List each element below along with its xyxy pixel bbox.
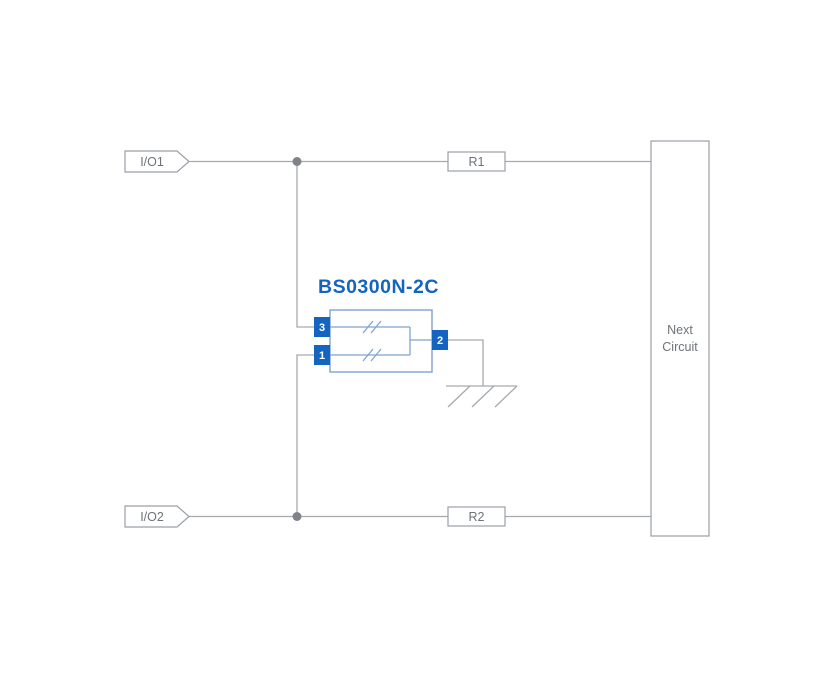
r1-box xyxy=(447,151,506,172)
next-circuit-label-line1: Next xyxy=(667,323,693,337)
io1-tag: I/O1 xyxy=(124,150,190,173)
io2-label: I/O2 xyxy=(140,510,164,524)
next-circuit-label-line2: Circuit xyxy=(662,340,698,354)
next-circuit-block: Next Circuit xyxy=(650,140,710,537)
io2-tag-shape xyxy=(124,505,190,528)
r2-label: R2 xyxy=(469,510,485,524)
pin-1 xyxy=(314,345,330,365)
tvs-component: 3 1 2 xyxy=(314,309,448,373)
next-circuit-box xyxy=(650,140,710,537)
component-body xyxy=(329,309,433,373)
component-name-label: BS0300N-2C xyxy=(318,276,439,298)
r2-box xyxy=(447,506,506,527)
resistor-r1: R1 xyxy=(447,151,506,172)
io1-label: I/O1 xyxy=(140,155,164,169)
io1-tag-shape xyxy=(124,150,190,173)
junction-dot-bottom xyxy=(292,512,302,521)
pin2-ground-wire xyxy=(448,339,484,386)
pin1-wire xyxy=(296,354,314,517)
r1-label: R1 xyxy=(469,155,485,169)
pin-2-label: 2 xyxy=(437,335,443,347)
pin3-wire xyxy=(296,161,314,328)
ground-icon xyxy=(446,385,518,408)
pin-3-label: 3 xyxy=(319,322,325,334)
junction-dot-top xyxy=(292,157,302,166)
resistor-r2: R2 xyxy=(447,506,506,527)
io2-tag: I/O2 xyxy=(124,505,190,528)
tvs-diode-bottom-icon xyxy=(362,348,382,362)
pin-2 xyxy=(432,330,448,350)
tvs-diode-top-icon xyxy=(362,320,382,334)
pin-1-label: 1 xyxy=(319,350,325,362)
pin-3 xyxy=(314,317,330,337)
